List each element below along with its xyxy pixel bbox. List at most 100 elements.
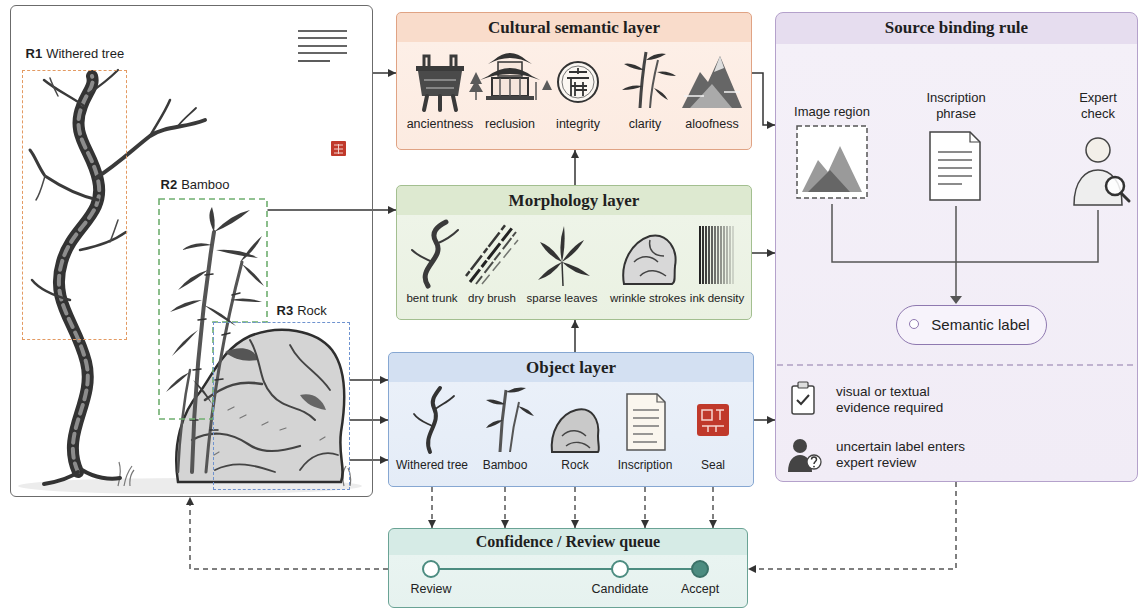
region-number: R2 (161, 177, 178, 193)
label-slot: ink density (690, 292, 744, 306)
pavilion-icon (476, 76, 536, 100)
rock (300, 453, 338, 470)
flow-arrow (752, 73, 775, 125)
dashed-arrow (574, 487, 576, 528)
flow-arrow (574, 150, 576, 185)
withered-tree (44, 470, 120, 484)
icon-label: integrity (556, 117, 600, 132)
bamboo-leaves (182, 243, 212, 250)
rock (215, 464, 275, 472)
bamboo-leaves (242, 264, 264, 286)
inscription-lines (298, 37, 347, 39)
icon-label: ancientness (407, 117, 474, 132)
label-slot: Seal (701, 458, 725, 472)
sparse-leaves-icon (538, 226, 590, 286)
binding-arrowhead (950, 296, 962, 304)
tree-icon (428, 388, 440, 452)
queue-track (431, 568, 700, 570)
icon-label: Inscription (618, 458, 673, 472)
red-seal (331, 141, 346, 156)
bamboo-leaves (193, 380, 212, 404)
rock-icon (562, 431, 590, 448)
icon-label: Rock (561, 458, 588, 472)
bamboo-icon (486, 388, 534, 429)
label-slot: Inscription phrase (914, 90, 998, 121)
dashed-arrow (712, 487, 714, 528)
document-icon (930, 132, 980, 200)
label-slot: visual or textual evidence required (836, 384, 976, 416)
dry-brush-icon (476, 232, 516, 284)
wrinkle-strokes-icon (623, 235, 675, 284)
dry-brush-icon (466, 224, 506, 276)
semantic-label-text: Semantic label (931, 316, 1029, 333)
ding-icon (424, 80, 456, 88)
mountain-icon (690, 84, 732, 108)
ink-density-icon (711, 226, 713, 284)
pavilion-icon (488, 53, 532, 64)
bamboo (178, 232, 242, 472)
expert-icon (1074, 138, 1129, 205)
region-heading: R1Withered tree (23, 46, 128, 62)
semantic-label-pill: Semantic label (896, 305, 1046, 345)
dry-brush-icon (470, 228, 512, 282)
region-name: Bamboo (181, 177, 229, 193)
icon-label: Bamboo (483, 458, 528, 472)
reviewer-icon (807, 455, 821, 469)
expert-icon (1074, 170, 1122, 205)
region-heading: R3Rock (274, 303, 330, 319)
rock (225, 348, 258, 360)
label-slot: Withered tree (396, 458, 468, 472)
withered-tree (88, 70, 118, 94)
bamboo (178, 370, 190, 472)
inscription-lines (298, 31, 347, 61)
pavilion-icon (469, 72, 552, 92)
queue-track (423, 561, 439, 577)
label-slot: uncertain label enters expert review (836, 439, 976, 471)
clipboard-icon (797, 395, 809, 404)
tree-icon (414, 396, 454, 426)
pavilion-icon (469, 53, 552, 100)
ding-icon (418, 71, 462, 96)
label-slot: ancientness (407, 117, 474, 132)
source-label: Image region (794, 104, 870, 120)
rock-icon (552, 409, 599, 452)
region-box: R3Rock (213, 322, 350, 490)
withered-tree (59, 76, 99, 472)
withered-tree (30, 150, 98, 200)
ink-density-icon (714, 226, 716, 284)
flow-arrow (754, 419, 775, 421)
label-slot: clarity (629, 117, 662, 132)
document-icon (970, 132, 980, 142)
painting-panel: R1Withered treeR2BambooR3Rock (10, 5, 373, 497)
bamboo-icon (622, 52, 676, 108)
layer-box: Morphology layerbent trunkdry brushspars… (396, 185, 752, 320)
bamboo-leaves (170, 300, 202, 312)
rock-icon (552, 409, 599, 452)
label-slot: Accept (681, 582, 719, 597)
reviewer-icon (793, 439, 807, 453)
pavilion-icon (498, 62, 522, 76)
label-slot: Review (411, 582, 452, 597)
dry-brush-icon (482, 240, 518, 284)
ink-density-icon (700, 226, 733, 284)
layer-title: Morphology layer (509, 191, 640, 211)
ink-density-icon (732, 226, 734, 284)
clipboard-icon (798, 382, 808, 388)
document-icon (657, 394, 665, 402)
panel-title: Source binding rule (885, 18, 1028, 38)
icon-label: clarity (629, 117, 662, 132)
icon-label: Seal (701, 458, 725, 472)
rock (214, 407, 325, 455)
ink-density-icon (723, 226, 725, 284)
reviewer-icon (813, 466, 815, 468)
pavilion-icon (480, 68, 540, 80)
icon-label: aloofness (685, 117, 739, 132)
flow-arrow (574, 320, 576, 352)
sparse-leaves-icon (538, 262, 562, 280)
bamboo-icon (622, 54, 676, 100)
inscription-lines (298, 52, 347, 54)
bent-trunk-icon (412, 222, 458, 286)
expert-icon (1121, 193, 1129, 201)
region-number: R3 (277, 303, 294, 319)
seal-icon (702, 410, 724, 432)
